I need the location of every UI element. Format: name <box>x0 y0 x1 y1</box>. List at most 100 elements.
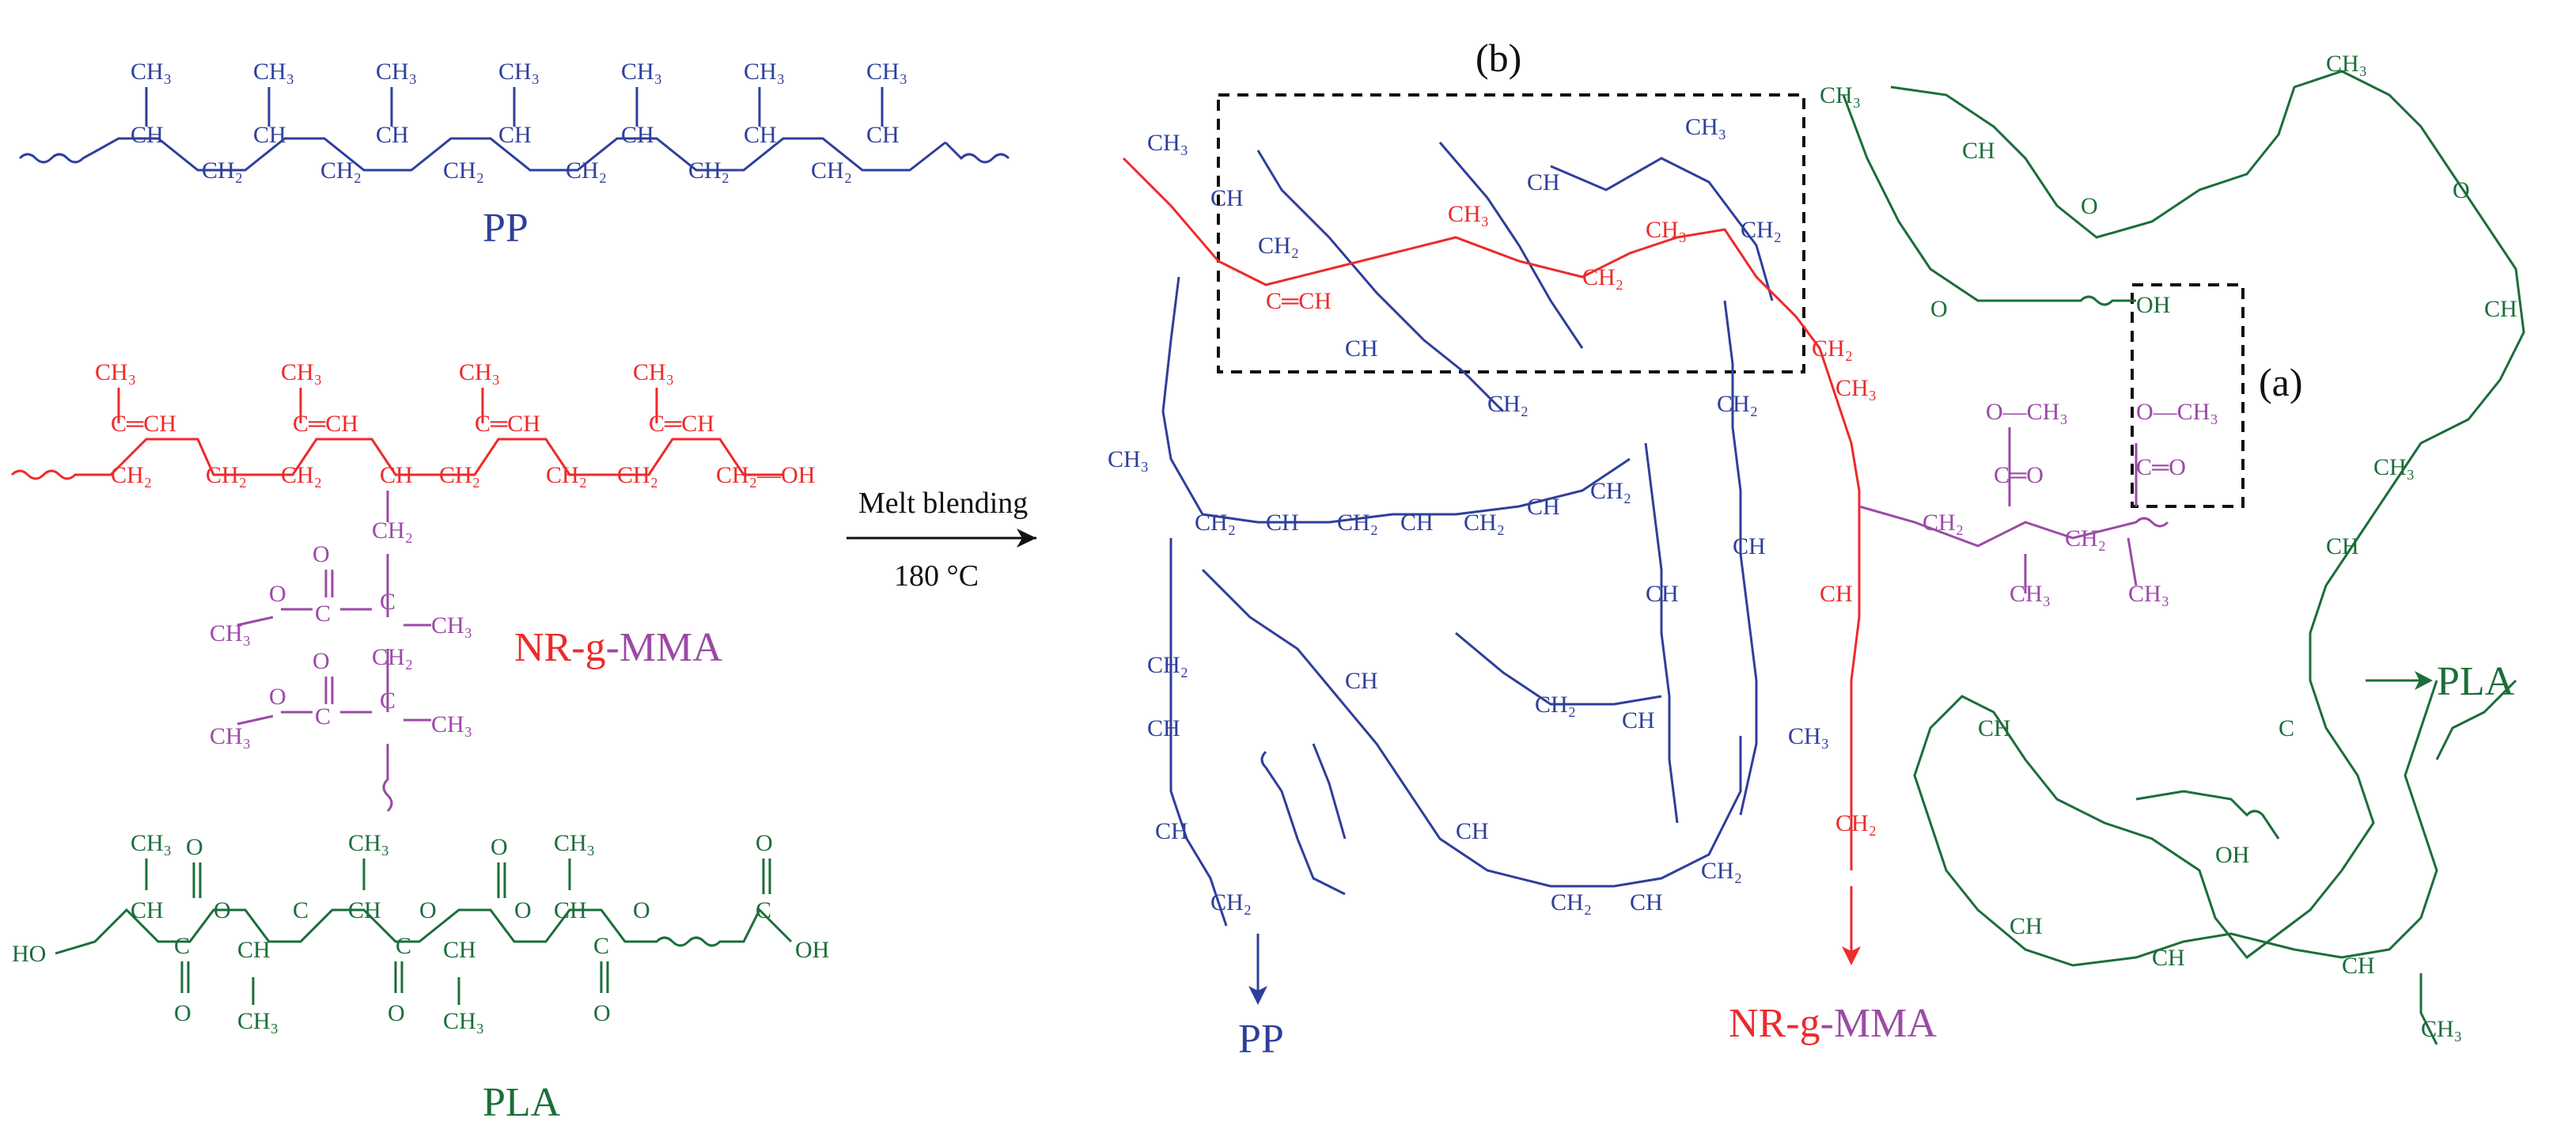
pla-atom-ch3: CH₃ <box>237 1008 278 1034</box>
blend-nr-atom: CH₂ <box>1582 264 1623 290</box>
blend-nr-atom: CH₃ <box>1646 217 1687 243</box>
pp-label-left: PP <box>483 206 528 251</box>
mma-atom-o: O <box>313 541 330 567</box>
mma-atom-o: O <box>269 581 286 607</box>
nr-g-mma-label-left: NR-g-MMA <box>514 625 722 670</box>
blend-atom-ch: CH <box>1527 494 1560 520</box>
blend-atom-ch2: CH₂ <box>1210 889 1252 915</box>
pla-atom-c: C <box>593 933 609 959</box>
mma-atom-c: C <box>380 589 396 615</box>
pp-atom-ch: CH <box>131 122 164 148</box>
blend-atom-ch2: CH₂ <box>1701 858 1742 884</box>
nr-atom-ch3: CH₃ <box>95 359 136 385</box>
pla-atom-o: O <box>756 830 773 856</box>
blend-pla-atom: CH <box>2342 953 2375 979</box>
blend-mma-atom: CH₃ <box>2010 581 2051 607</box>
pla-atom-o: O <box>514 897 532 923</box>
pla-atom-ch3: CH₃ <box>443 1008 484 1034</box>
nr-atom-ch3: CH₃ <box>281 359 322 385</box>
blend-pla-atom: O <box>1930 296 1948 322</box>
pla-atom-ch: CH <box>554 897 587 923</box>
pp-atom-ch3: CH₃ <box>498 59 540 85</box>
pla-atom-o: O <box>419 897 437 923</box>
blend-atom-ch3: CH₃ <box>1685 114 1726 140</box>
blend-atom-ch2: CH₂ <box>1741 217 1782 243</box>
pp-label-bottom: PP <box>1238 1017 1284 1062</box>
mma-atom-c: C <box>315 601 331 627</box>
blend-nr-atom: CH₂ <box>1812 335 1853 362</box>
pla-atom-o: O <box>491 834 508 860</box>
blend-mma-atom: C═O <box>1994 462 2044 488</box>
pla-atom-c: C <box>756 897 771 923</box>
blend-pla-atom: CH <box>2152 945 2185 971</box>
pp-atom-ch2: CH₂ <box>566 157 607 184</box>
process-label-top: Melt blending <box>858 487 1028 520</box>
blend-network: (b) (a) CH₃ CH CH <box>1108 36 2525 1062</box>
nr-g-mma-label-bottom: NR-g-MMA <box>1729 1001 1937 1046</box>
blend-pla-atom: C <box>2279 715 2294 741</box>
blend-nr-atom: C═CH <box>1266 288 1332 314</box>
pla-atom-o: O <box>388 1000 405 1026</box>
nr-atom-ch: CH <box>380 462 413 488</box>
blend-pla-atom: CH <box>1978 715 2011 741</box>
pla-atom-oh: OH <box>795 937 829 963</box>
blend-atom-ch: CH <box>1527 169 1560 195</box>
pla-structure-left: HO CH₃ CH O C O O CH CH₃ C CH₃ CH C O O … <box>12 830 829 1125</box>
pla-atom-o: O <box>214 897 231 923</box>
mma-atom-ch2: CH₂ <box>372 517 413 544</box>
pla-atom-o: O <box>633 897 650 923</box>
blend-atom-ch: CH <box>1622 707 1655 734</box>
blend-pla-atom: CH₃ <box>1820 82 1861 108</box>
pla-atom-o: O <box>593 1000 611 1026</box>
blend-atom-ch3: CH₃ <box>1147 130 1188 156</box>
mma-atom-c: C <box>315 703 331 730</box>
mma-atom-ch3: CH₃ <box>210 620 251 646</box>
marker-b: (b) <box>1476 36 1521 80</box>
region-b-box <box>1217 93 1805 373</box>
mma-atom-ch3: CH₃ <box>210 723 251 749</box>
pp-atom-ch: CH <box>621 122 654 148</box>
nr-atom-ch3: CH₃ <box>459 359 500 385</box>
nr-atom-c-eq-ch: C═CH <box>475 411 540 437</box>
pla-atom-o: O <box>174 1000 191 1026</box>
pla-atom-ch: CH <box>348 897 381 923</box>
pla-label-right: PLA <box>2437 659 2515 704</box>
blend-atom-ch3: CH₃ <box>1108 446 1149 472</box>
blend-atom-ch2: CH₂ <box>1590 478 1631 504</box>
pp-atom-ch3: CH₃ <box>621 59 662 85</box>
region-a-box <box>2131 283 2245 508</box>
blend-atom-ch2: CH₂ <box>1337 510 1378 536</box>
process-arrow: Melt blending 180 °C <box>847 487 1036 593</box>
blend-nr-atom: CH <box>1820 581 1853 607</box>
pla-atom-c: C <box>174 933 190 959</box>
blend-mma-atom: C═O <box>2136 454 2186 480</box>
nr-g-mma-structure: CH₃ C═CH CH₂ CH₂ CH₂ CH₃ C═CH CH CH₂ CH₃… <box>10 359 815 813</box>
nr-atom-c-eq-ch: C═CH <box>111 411 176 437</box>
blend-atom-ch: CH <box>1733 533 1766 559</box>
pla-atom-c: C <box>293 897 309 923</box>
pla-atom-ch3: CH₃ <box>131 830 172 856</box>
blend-nr-atom: CH₃ <box>1835 375 1877 401</box>
blend-mma-atom: O—CH₃ <box>2136 399 2218 425</box>
nr-atom-ch2oh: CH₂—OH <box>716 462 815 488</box>
blend-mma-atom: O—CH₃ <box>1986 399 2068 425</box>
blend-nr-atom: CH₂ <box>1835 810 1877 836</box>
nr-atom-c-eq-ch: C═CH <box>293 411 358 437</box>
blend-mma-atom: CH₂ <box>1923 510 1964 536</box>
nr-atom-ch2: CH₂ <box>617 462 658 488</box>
nr-atom-ch2: CH₂ <box>546 462 587 488</box>
blend-pla-atom: CH₃ <box>2326 51 2367 77</box>
blend-atom-ch: CH <box>1210 185 1244 211</box>
pp-atom-ch3: CH₃ <box>253 59 294 85</box>
blend-pla-atom: O <box>2453 177 2470 203</box>
pla-atom-ch: CH <box>237 937 271 963</box>
pp-atom-ch2: CH₂ <box>202 157 243 184</box>
blend-pla-atom: OH <box>2215 842 2249 868</box>
blend-atom-ch2: CH₂ <box>1195 510 1236 536</box>
mma-atom-o: O <box>269 684 286 710</box>
pp-atom-ch2: CH₂ <box>320 157 362 184</box>
mma-atom-ch2: CH₂ <box>372 644 413 670</box>
mma-atom-o: O <box>313 648 330 674</box>
